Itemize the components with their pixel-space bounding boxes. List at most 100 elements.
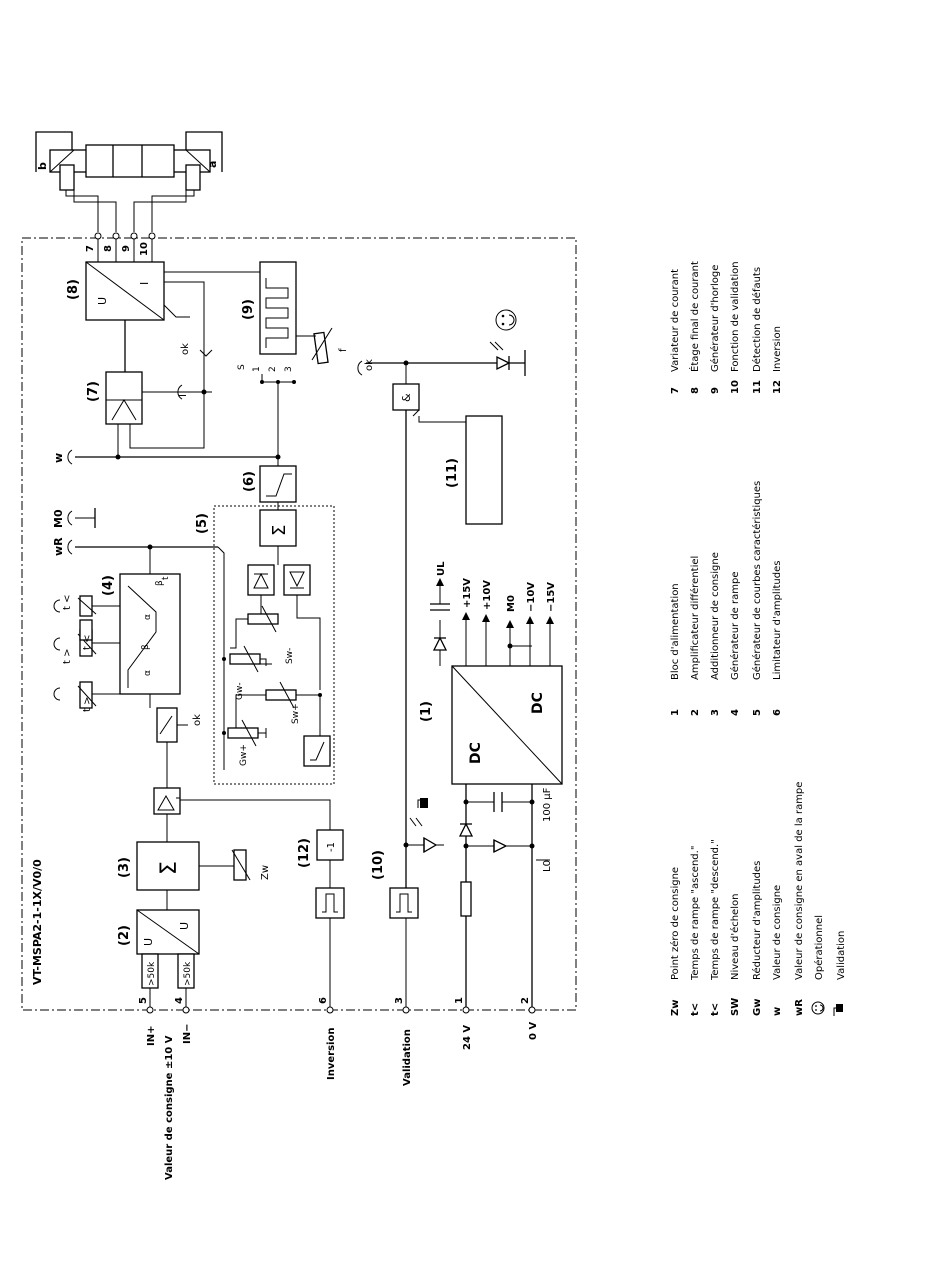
power-rails: +15V +10V M0 −10V −15V [462,578,557,612]
validation-label: Validation [402,1029,413,1086]
block-12-inversion: -1 (12) [297,829,345,1008]
legend-num-3: 3 [710,709,721,716]
pin-3: 3 [394,997,405,1004]
pin-9: 9 [121,245,132,252]
block-8-power-stage: U I (8) ok [66,261,260,392]
svg-text:DC: DC [530,692,546,714]
pin-2: 2 [520,997,531,1004]
output-pins: 7 8 9 10 [85,232,156,262]
legend-desc-5: Valeur de consigne [772,885,783,980]
validation-icon [420,798,428,808]
svg-text:I: I [138,282,151,285]
block-4-ramp-generator: α β α β t (4) [101,573,181,708]
block-3-setpoint-adder: Σ (3) Zw [117,841,271,910]
inversion-label: Inversion [326,1028,337,1080]
legend-block-3: Additionneur de consigne [710,552,721,680]
svg-text:-1: -1 [326,842,337,852]
i-label: I [178,394,189,397]
label-1: (1) [419,701,434,722]
sw-plus-label: Sw+ [291,703,301,724]
svg-text:U: U [96,297,109,305]
svg-text:>50k: >50k [147,961,157,986]
rail-0: +15V [462,578,473,608]
ul-label: UL [436,561,447,576]
legend-sym-2: t< [710,1003,721,1016]
legend-desc-0: Point zéro de consigne [669,867,681,980]
legend-operational-icon [811,1001,825,1015]
pin-10: 10 [139,242,150,256]
legend-block-10: Fonction de validation [730,261,741,372]
label-6: (6) [242,471,257,492]
legend-sym-4: Gw [752,999,763,1016]
legend-block-7: Variateur de courant [670,269,681,372]
legend-desc-6: Valeur de consigne en aval de la rampe [794,782,805,980]
legend-symbols: Zw Point zéro de consigne t< Temps de ra… [669,782,847,1016]
legend-num-4: 4 [730,709,741,716]
block-1-power-supply: DC DC (1) 100 µF L0 [419,561,563,1008]
legend-block-9: Générateur d'horloge [709,265,721,372]
ramp-switch: ok [156,707,203,788]
svg-text:β: β [155,580,165,586]
model-label: VT-MSPA2-1-1X/V0/0 [31,859,44,985]
label-10: (10) [371,850,386,880]
m0-wr-lines: M0 wR [52,508,225,610]
legend-sym-5: w [772,1007,783,1016]
legend-num-8: 8 [690,387,701,394]
legend-desc-1: Temps de rampe "ascend." [690,846,701,981]
pin-5: 5 [138,997,149,1004]
label-7: (7) [86,381,101,402]
svg-text:&: & [400,393,413,402]
valve-label-a: a [206,161,219,168]
t-up-label-2: t < [62,595,73,610]
svg-text:Σ: Σ [157,861,182,875]
w-line: w [52,424,281,465]
in-minus-label: IN− [182,1024,193,1044]
s-label: S [237,364,247,370]
legend-desc-2: Temps de rampe "descend." [710,839,721,981]
svg-text:U: U [178,922,191,930]
rail-3: −10V [526,582,537,612]
rail-2: M0 [506,595,517,612]
w-label: w [52,453,65,463]
legend-block-5: Générateur de courbes caractéristiques [751,481,763,680]
f-label: f [338,348,349,352]
svg-text:1: 1 [252,366,262,372]
legend-num-6: 6 [772,709,783,716]
pin-1: 1 [454,997,465,1004]
ramp-time-potentiometers: t > t > t < t < [53,595,120,712]
svg-text:Σ: Σ [269,525,290,536]
lo-label: L0 [542,860,553,872]
ok-output: ok [357,341,526,384]
legend-num-10: 10 [730,380,741,394]
svg-text:>50k: >50k [183,961,193,986]
ok-label-out: ok [364,359,375,371]
gw-plus-label: Gw+ [239,744,249,766]
svg-text:U: U [142,938,155,946]
legend-desc-4: Réducteur d'amplitudes [751,861,763,980]
label-4: (4) [101,575,116,596]
legend-desc-7: Opérationnel [813,915,825,980]
pin-4: 4 [174,997,185,1004]
v0-label: 0 V [528,1022,539,1040]
legend-block-2: Amplificateur différentiel [689,556,701,680]
legend-block-8: Étage final de courant [688,261,701,372]
in-plus-label: IN+ [146,1026,157,1046]
and-gate: & [392,383,466,905]
legend-sym-3: SW [730,998,741,1016]
legend-block-11: Détection de défauts [751,267,763,372]
module-frame [21,237,577,1011]
label-3: (3) [117,857,132,878]
t-down-label-1: t > [82,697,93,712]
schematic: VT-MSPA2-1-1X/V0/0 b a 7 [21,131,577,1180]
legend-block-12: Inversion [772,326,783,372]
label-12: (12) [297,838,312,868]
legend-num-9: 9 [710,387,721,394]
svg-text:β: β [141,644,151,650]
legend-desc-3: Niveau d'échelon [729,894,741,980]
t-up-label-1: t < [82,635,93,650]
legend-num-11: 11 [752,380,763,394]
legend-desc-8: Validation [836,931,847,980]
input-terminals: 5 4 6 3 1 2 IN+ Valeur de consigne ±10 V… [138,997,539,1180]
label-9: (9) [241,299,256,320]
rail-4: −15V [546,582,557,612]
